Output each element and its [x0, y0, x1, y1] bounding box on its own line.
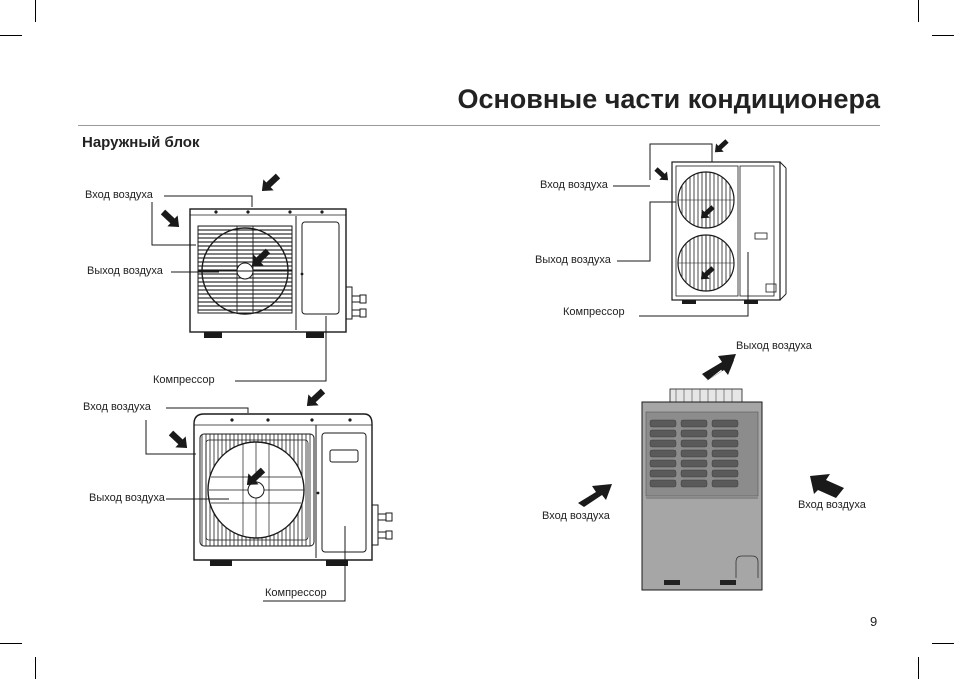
air-in-arrow [165, 427, 193, 454]
air-in-arrow [578, 484, 612, 507]
unit4-air-in-left-label: Вход воздуха [542, 510, 610, 522]
outdoor-unit-3 [671, 161, 787, 304]
air-out-arrow [702, 354, 736, 380]
unit2-air-in-label: Вход воздуха [83, 401, 151, 413]
unit3-compressor-label: Компрессор [563, 306, 625, 318]
unit4-air-in-right-label: Вход воздуха [798, 499, 866, 511]
unit2-compressor-label: Компрессор [265, 587, 327, 599]
air-in-arrow [256, 170, 284, 197]
crop-mark [35, 657, 36, 679]
crop-mark [35, 0, 36, 22]
unit1-air-in-label: Вход воздуха [85, 189, 153, 201]
unit3-callouts [613, 143, 749, 317]
page-title: Основные части кондиционера [457, 84, 880, 114]
unit2-callouts [145, 407, 346, 602]
outdoor-unit-2 [193, 413, 393, 566]
crop-mark [932, 35, 954, 36]
outdoor-unit-4 [641, 388, 763, 591]
crop-mark [0, 35, 22, 36]
crop-mark [918, 0, 919, 22]
crop-mark [932, 643, 954, 644]
air-in-arrow [652, 164, 672, 185]
air-in-arrow [810, 474, 844, 498]
air-in-arrow [301, 385, 329, 412]
outdoor-unit-1 [189, 208, 367, 338]
unit3-air-out-label: Выход воздуха [535, 254, 611, 266]
air-in-arrow [711, 136, 731, 157]
unit4-air-out-label: Выход воздуха [736, 340, 812, 352]
unit1-compressor-label: Компрессор [153, 374, 215, 386]
title-divider [78, 125, 880, 126]
crop-mark [918, 657, 919, 679]
unit1-callouts [151, 195, 327, 382]
unit4-arrows [578, 354, 844, 507]
air-in-arrow [157, 206, 185, 233]
unit3-air-in-label: Вход воздуха [540, 179, 608, 191]
unit2-air-out-label: Выход воздуха [89, 492, 165, 504]
unit1-air-out-label: Выход воздуха [87, 265, 163, 277]
page-number: 9 [870, 614, 878, 629]
section-heading: Наружный блок [82, 134, 200, 151]
crop-mark [0, 643, 22, 644]
